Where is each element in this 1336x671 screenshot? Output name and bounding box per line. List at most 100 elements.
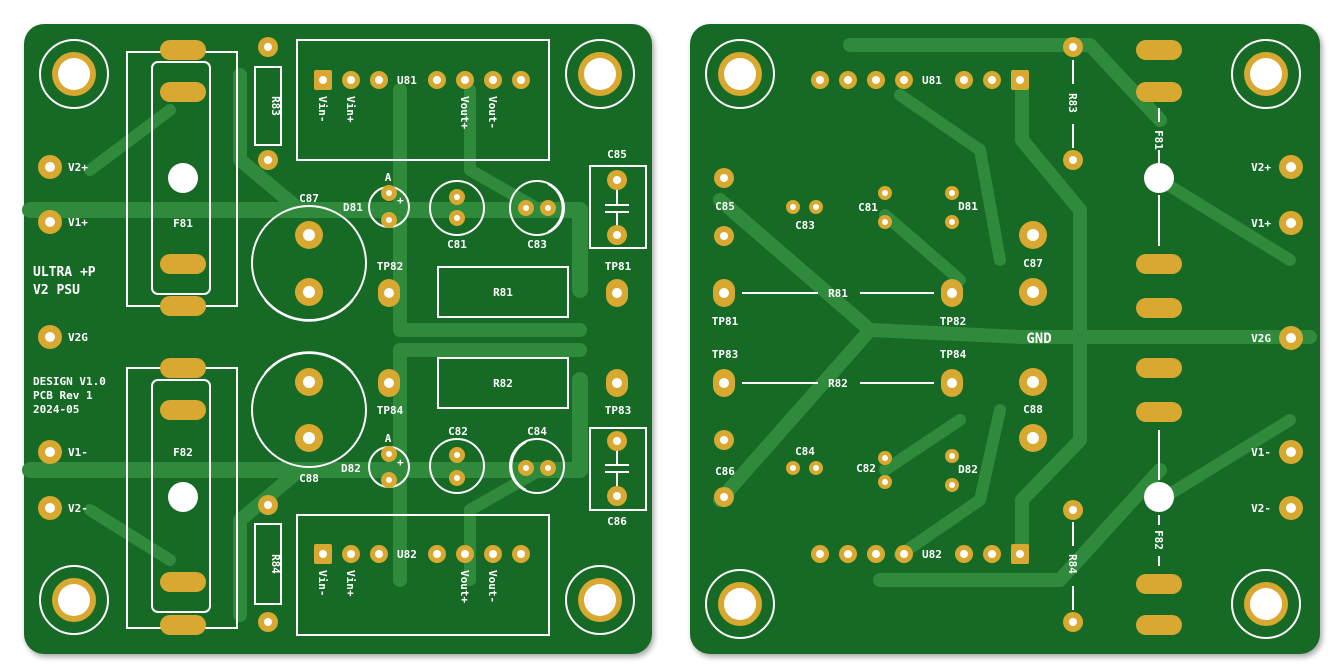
- back-c82-label: C82: [856, 462, 876, 475]
- c84-label: C84: [527, 425, 547, 438]
- rail-label-v1-minus: V1-: [68, 446, 88, 459]
- back-capacitor-c86: C86: [714, 430, 735, 507]
- u81-pin-vin-plus: Vin+: [344, 96, 357, 123]
- d81-plus: +: [397, 194, 404, 207]
- board-subtitle: V2 PSU: [33, 283, 80, 298]
- back-d81-label: D81: [958, 200, 978, 213]
- back-rail-label-v2-plus: V2+: [1251, 161, 1271, 174]
- pcb-revision: PCB Rev 1: [33, 389, 93, 402]
- capacitor-c85: C85: [589, 148, 647, 249]
- c83-label: C83: [527, 238, 547, 251]
- resistor-r81: R81: [437, 266, 569, 318]
- back-c81-label: C81: [858, 201, 878, 214]
- back-resistor-r81: TP81 R81 TP82: [712, 279, 966, 328]
- d82-plus: +: [397, 456, 404, 469]
- back-rail-label-v1-plus: V1+: [1251, 217, 1271, 230]
- c81-label: C81: [447, 238, 467, 251]
- back-resistor-r83: R83: [1063, 37, 1083, 170]
- tp84-label: TP84: [377, 404, 404, 417]
- back-c83-label: C83: [795, 219, 815, 232]
- back-regulator-u82: U82: [811, 544, 1029, 564]
- u81-pin-vout-minus: Vout-: [486, 96, 499, 129]
- mounting-hole: [1231, 39, 1301, 109]
- mounting-hole: [1231, 569, 1301, 639]
- back-c87-label: C87: [1023, 257, 1043, 270]
- back-capacitor-c87: C87: [1019, 221, 1047, 306]
- u82-pin-vin-minus: Vin-: [316, 570, 329, 597]
- u81-pin-vout-plus: Vout+: [458, 96, 471, 129]
- back-tp84-label: TP84: [940, 348, 967, 361]
- back-u81-label: U81: [922, 74, 942, 87]
- back-tp81-label: TP81: [712, 315, 739, 328]
- back-u82-label: U82: [922, 548, 942, 561]
- f81-label: F81: [173, 217, 193, 230]
- back-capacitor-c83: C83: [786, 200, 823, 232]
- c86-label: C86: [607, 515, 627, 528]
- r84-label: R84: [269, 554, 282, 574]
- rail-label-v2g: V2G: [68, 331, 88, 344]
- u82-pin-vout-minus: Vout-: [486, 570, 499, 603]
- c85-label: C85: [607, 148, 627, 161]
- fuse-holder-f82: F82: [126, 358, 238, 635]
- capacitor-c87: C87: [251, 192, 367, 322]
- back-c86-label: C86: [715, 465, 735, 478]
- regulator-u81: U81 Vin- Vin+ Vout+ Vout-: [296, 39, 550, 161]
- front-rail-pads: V2+ V1+ V2G V1- V2-: [38, 155, 88, 520]
- mounting-hole: [565, 565, 635, 635]
- back-r84-label: R84: [1066, 554, 1079, 574]
- u82-pin-vin-plus: Vin+: [344, 570, 357, 597]
- back-rail-pads: V2+ V1+ V2G V1- V2-: [1251, 155, 1303, 520]
- testpoint-tp81: TP81: [605, 260, 632, 307]
- mounting-hole: [705, 39, 775, 109]
- board-title: ULTRA +P: [33, 265, 96, 280]
- back-c84-label: C84: [795, 445, 815, 458]
- testpoint-tp82: TP82: [377, 260, 403, 307]
- r81-label: R81: [493, 286, 513, 299]
- d81-label: D81: [343, 201, 363, 214]
- c87-label: C87: [299, 192, 319, 205]
- resistor-r84: R84: [254, 495, 282, 632]
- front-mounting-holes: [39, 39, 635, 635]
- gnd-label: GND: [1026, 331, 1051, 347]
- front-board-substrate: [24, 24, 652, 654]
- back-r83-label: R83: [1066, 93, 1079, 113]
- capacitor-c84: C84: [509, 425, 565, 494]
- led-d82: A + D82: [341, 432, 410, 488]
- regulator-u82: U82 Vin- Vin+ Vout+ Vout-: [296, 514, 550, 636]
- mounting-hole: [705, 569, 775, 639]
- back-traces: [713, 38, 1317, 587]
- back-fuse-f81: F81: [1136, 40, 1182, 318]
- led-d81: A + D81: [343, 171, 410, 228]
- back-rail-label-v2g: V2G: [1251, 332, 1271, 345]
- u82-pin-vout-plus: Vout+: [458, 570, 471, 603]
- resistor-r83: R83: [254, 37, 282, 170]
- back-capacitor-c88: C88: [1019, 368, 1047, 452]
- back-c85-label: C85: [715, 200, 735, 213]
- back-mounting-holes: [705, 39, 1301, 639]
- back-regulator-u81: U81: [811, 70, 1029, 90]
- rail-label-v1-plus: V1+: [68, 216, 88, 229]
- back-capacitor-c85: C85: [714, 168, 735, 246]
- design-version: DESIGN V1.0: [33, 375, 106, 388]
- back-led-d82: D82: [945, 449, 978, 492]
- back-resistor-r82: TP83 R82 TP84: [712, 348, 967, 397]
- capacitor-c83: C83: [509, 180, 565, 251]
- back-d82-label: D82: [958, 463, 978, 476]
- r82-label: R82: [493, 377, 513, 390]
- back-board: U81 U82 R83 R84: [690, 24, 1320, 654]
- back-rail-label-v2-minus: V2-: [1251, 502, 1271, 515]
- tp83-label: TP83: [605, 404, 632, 417]
- tp81-label: TP81: [605, 260, 632, 273]
- mounting-hole: [39, 565, 109, 635]
- back-capacitor-c82: C82: [856, 451, 892, 489]
- back-capacitor-c84: C84: [786, 445, 823, 475]
- back-r82-label: R82: [828, 377, 848, 390]
- mounting-hole: [565, 39, 635, 109]
- back-c88-label: C88: [1023, 403, 1043, 416]
- d82-label: D82: [341, 462, 361, 475]
- f82-label: F82: [173, 446, 193, 459]
- u81-label: U81: [397, 74, 417, 87]
- u81-pin-vin-minus: Vin-: [316, 96, 329, 123]
- back-r81-label: R81: [828, 287, 848, 300]
- back-resistor-r84: R84: [1063, 500, 1083, 632]
